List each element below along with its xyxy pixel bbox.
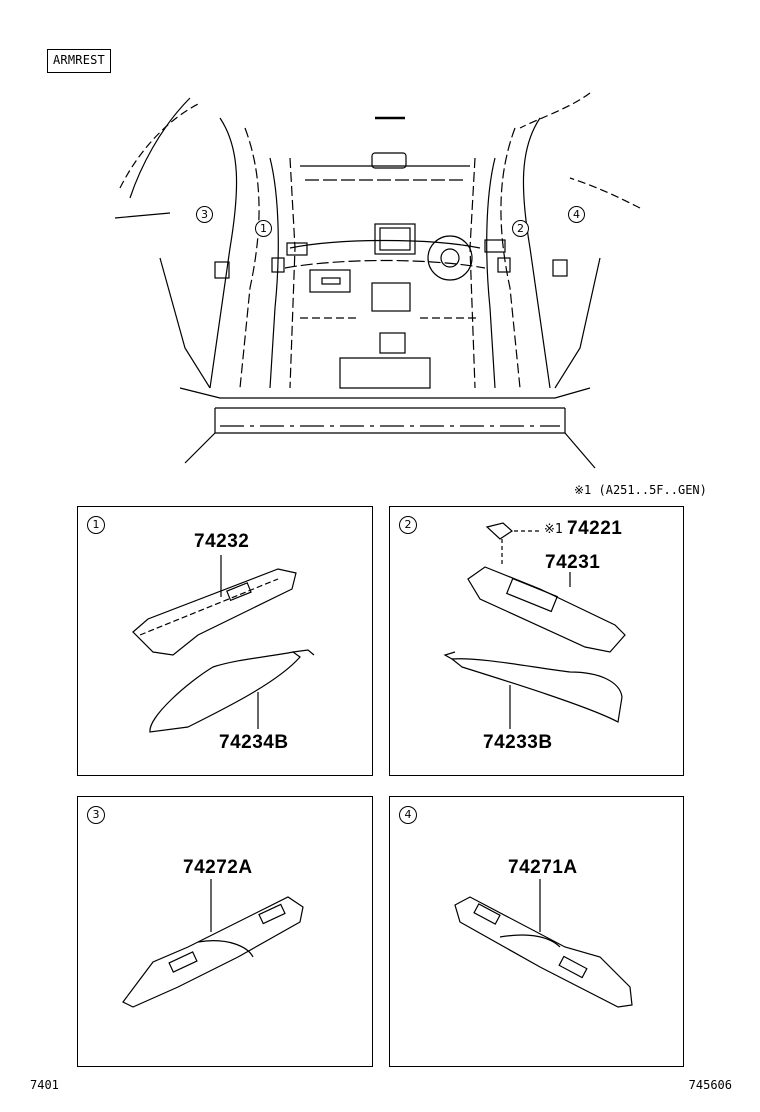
part-number-label: 74271A [508,857,578,878]
panel-number: 2 [399,516,417,534]
overview-callout-3: 3 [196,206,213,223]
part-number-label: 74233B [483,732,553,753]
overview-callout-4: 4 [568,206,585,223]
panel-1-parts-drawing [132,555,315,733]
panel-3-parts-drawing [122,879,304,1008]
panel-2: 2 ※1 74221 74231 74233B [389,506,684,776]
section-label: ARMREST [47,49,111,73]
page-code-left: 7401 [30,1078,59,1092]
applicability-note: ※1 (A251..5F..GEN) [574,483,707,497]
panel-number: 3 [87,806,105,824]
vehicle-interior-overview-diagram [114,92,641,469]
part-number-label: 74272A [183,857,253,878]
overview-callout-2: 2 [512,220,529,237]
overview-callout-1: 1 [255,220,272,237]
page-code-right: 745606 [688,1078,732,1092]
panel-3: 3 74272A [77,796,373,1067]
part-number-label: 74231 [545,552,601,573]
panel-number: 4 [399,806,417,824]
part-applicability-mark: ※1 [544,522,563,537]
panel-2-parts-drawing [443,522,626,729]
part-number-label: 74232 [194,531,250,552]
part-number-label: 74234B [219,732,289,753]
panel-4: 4 74271A [389,796,684,1067]
panel-number: 1 [87,516,105,534]
panel-4-parts-drawing [454,879,633,1008]
part-number-label: 74221 [567,518,623,539]
panel-1: 1 74232 74234B [77,506,373,776]
